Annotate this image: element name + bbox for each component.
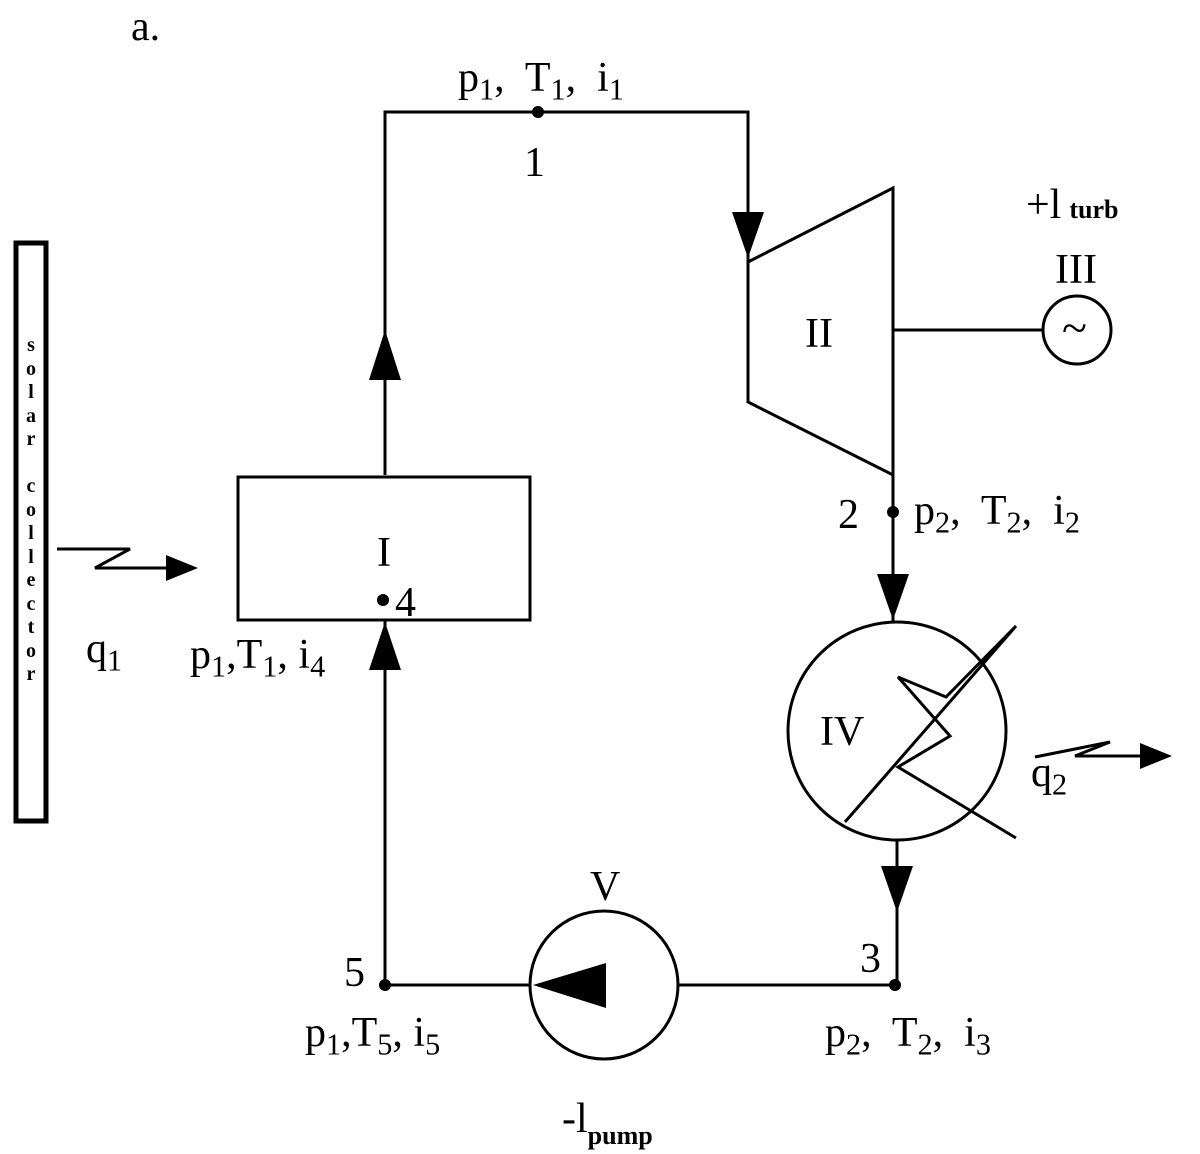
point-5-dot	[379, 979, 391, 991]
state-enthalpy-sub: 4	[310, 649, 326, 684]
q1-heat-arrow	[57, 547, 170, 570]
condenser-coil	[843, 624, 1018, 840]
state-pressure: p	[305, 1010, 326, 1056]
arrow-down-condenser-out	[881, 866, 913, 912]
figure-label: a.	[131, 4, 161, 50]
q2-label: q2	[1031, 752, 1067, 800]
state-enthalpy: i	[413, 1010, 426, 1056]
state-pressure: p	[825, 1010, 846, 1056]
arrow-q2-head	[1140, 743, 1172, 769]
state-enthalpy-sub: 5	[425, 1027, 441, 1062]
collector-letter: o	[26, 498, 36, 521]
state-temperature-sub: 1	[262, 649, 278, 684]
pipe-1-to-turbine	[383, 110, 750, 475]
collector-letter: c	[26, 592, 36, 615]
state-enthalpy-sub: 2	[1064, 505, 1080, 540]
work-symbol: +l	[1026, 182, 1062, 228]
collector-letter: t	[27, 616, 35, 638]
work-symbol: -l	[562, 1096, 588, 1142]
heat-symbol: q	[1031, 750, 1052, 796]
turbine-label: II	[805, 311, 833, 357]
collector-letter: o	[26, 357, 36, 380]
q2-heat-arrow	[1034, 740, 1145, 759]
state-3-label: p2, T2, i3	[825, 1010, 991, 1062]
work-sub: turb	[1069, 195, 1119, 224]
state-temperature: T	[891, 1010, 918, 1056]
point-1-label: 1	[524, 140, 545, 186]
point-4-label: 4	[395, 580, 416, 626]
point-1-dot	[532, 106, 544, 118]
point-2-dot	[887, 506, 899, 518]
state-pressure-sub: 1	[211, 649, 227, 684]
evaporator-box	[236, 475, 532, 622]
state-1-label: p1, T1, i1	[458, 55, 624, 107]
collector-letter: l	[28, 545, 34, 568]
solar-collector-panel	[13, 240, 49, 824]
collector-letter: r	[26, 663, 36, 685]
collector-letter: a	[26, 404, 36, 427]
generator-label: III	[1055, 247, 1097, 293]
state-pressure-sub: 1	[479, 72, 495, 107]
state-enthalpy: i	[964, 1010, 976, 1056]
work-sub: pump	[587, 1121, 653, 1150]
state-pressure: p	[190, 632, 211, 678]
state-temperature-sub: 2	[1006, 505, 1022, 540]
heat-sub: 1	[107, 643, 123, 678]
generator-circle	[1041, 294, 1113, 366]
state-temperature-sub: 1	[550, 72, 566, 107]
point-3-dot	[889, 979, 901, 991]
state-temperature: T	[351, 1010, 378, 1056]
state-enthalpy: i	[597, 55, 609, 101]
arrow-down-turbine	[732, 212, 764, 258]
state-pressure: p	[914, 488, 935, 534]
state-temperature-sub: 2	[917, 1027, 933, 1062]
arrow-up-lower	[369, 622, 401, 670]
state-5-label: p1,T5, i5	[305, 1010, 441, 1062]
point-3-label: 3	[860, 936, 881, 982]
arrow-up-upper	[369, 330, 401, 380]
collector-letter: r	[26, 428, 36, 450]
evaporator-label: I	[377, 530, 391, 576]
point-5-label: 5	[344, 950, 365, 996]
state-temperature: T	[524, 55, 551, 101]
state-temperature: T	[236, 632, 263, 678]
state-pressure-sub: 2	[846, 1027, 862, 1062]
solar-collector-label: s o l a r c o l l e c t o r	[19, 334, 43, 687]
state-temperature-sub: 5	[377, 1027, 393, 1062]
state-4-label: p1,T1, i4	[190, 632, 326, 684]
collector-letter: o	[26, 639, 36, 662]
collector-letter: s	[27, 334, 35, 356]
point-4-dot	[377, 594, 389, 606]
state-enthalpy-sub: 1	[608, 72, 624, 107]
condenser-label: IV	[820, 709, 865, 755]
state-pressure-sub: 1	[326, 1027, 342, 1062]
state-pressure: p	[458, 55, 479, 101]
state-enthalpy: i	[1053, 488, 1065, 534]
pump-work-label: -lpump	[562, 1096, 653, 1149]
state-pressure-sub: 2	[935, 505, 951, 540]
collector-letter: e	[26, 569, 36, 591]
state-enthalpy: i	[298, 632, 311, 678]
q1-label: q1	[86, 628, 122, 676]
generator-symbol: ~	[1062, 302, 1087, 353]
collector-letter: c	[26, 475, 36, 497]
point-2-label: 2	[838, 492, 859, 538]
state-enthalpy-sub: 3	[975, 1027, 991, 1062]
heat-sub: 2	[1052, 767, 1068, 802]
state-2-label: p2, T2, i2	[914, 488, 1080, 540]
collector-letter: l	[28, 381, 34, 403]
heat-symbol: q	[86, 626, 107, 672]
pump-label: V	[590, 864, 621, 910]
pump-triangle	[533, 963, 606, 1008]
state-temperature: T	[980, 488, 1007, 534]
collector-letter: l	[28, 522, 34, 544]
collector-letter	[19, 452, 43, 476]
arrow-q1-head	[166, 555, 198, 581]
arrow-down-condenser-in	[877, 574, 909, 620]
